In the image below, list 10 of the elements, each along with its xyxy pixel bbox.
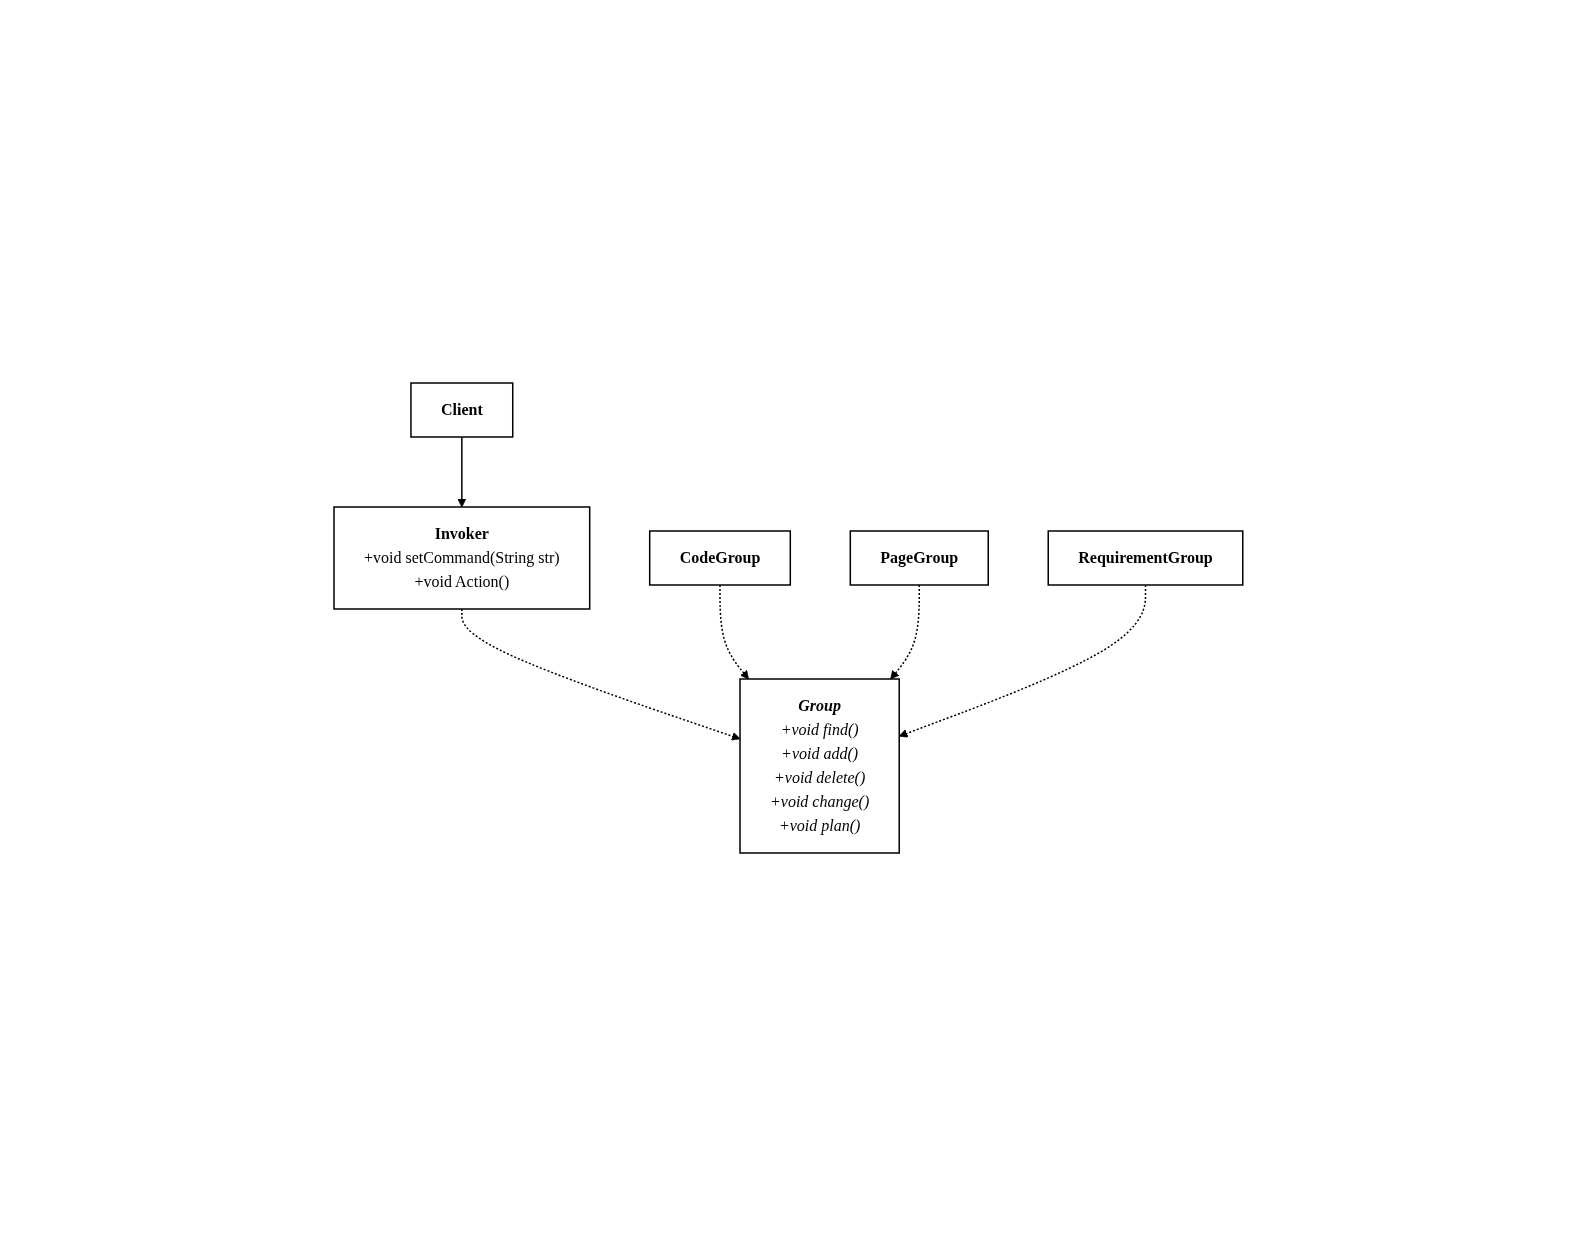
- node-box: Client: [410, 381, 514, 438]
- arrow: [457, 435, 467, 507]
- arrow: [890, 583, 921, 679]
- node-box: Invoker +void setCommand(String str) +void Action(): [333, 505, 591, 610]
- arrow: [461, 607, 741, 740]
- arrow: [719, 583, 750, 679]
- node-box: Group +void find() +void add() +void delete() +void change() +void plan(): [739, 677, 901, 854]
- node-box: PageGroup: [849, 529, 990, 586]
- node-box: CodeGroup: [649, 529, 792, 586]
- node-box: RequirementGroup: [1047, 529, 1244, 586]
